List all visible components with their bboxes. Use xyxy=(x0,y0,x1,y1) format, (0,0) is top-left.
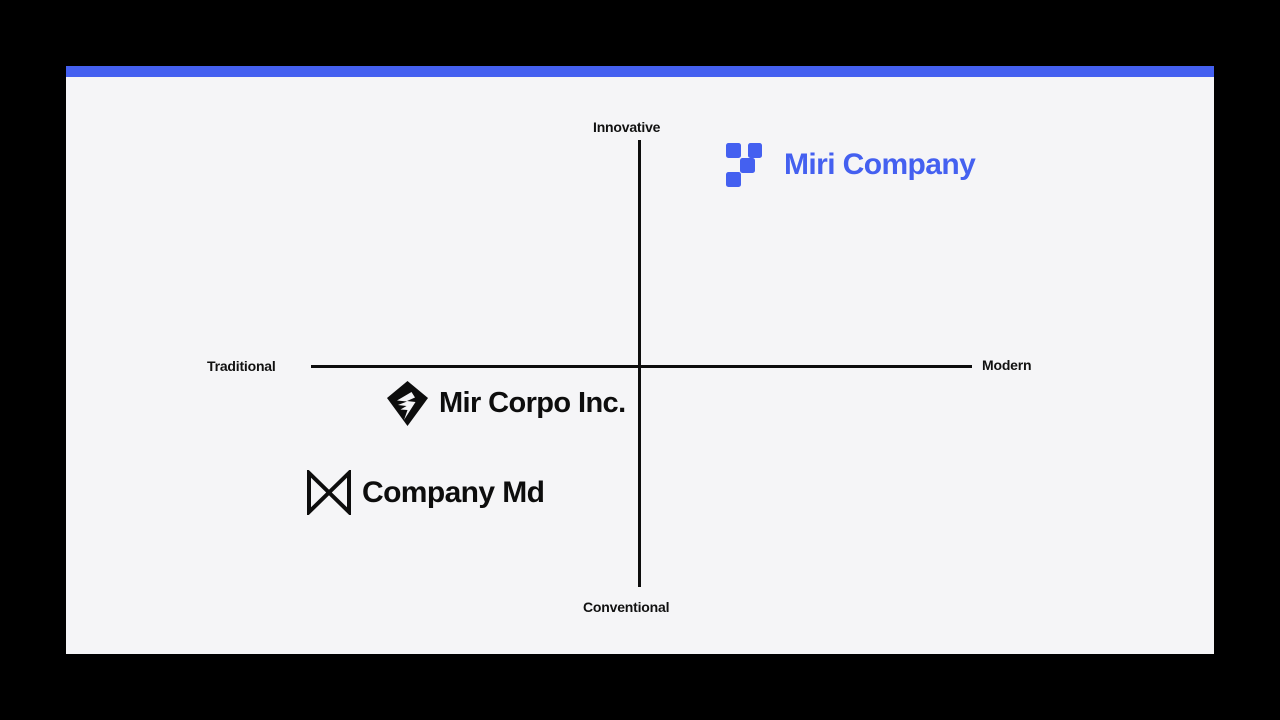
slide-card: Innovative Conventional Traditional Mode… xyxy=(66,66,1214,654)
diamond-bolt-icon xyxy=(385,380,430,427)
blocks-cluster-icon xyxy=(725,142,771,188)
axis-label-left: Traditional xyxy=(207,358,276,374)
brand-name-miri-company: Miri Company xyxy=(784,148,976,181)
brand-entry-mir-corpo[interactable]: Mir Corpo Inc. xyxy=(385,380,626,427)
brand-name-company-md: Company Md xyxy=(362,475,545,509)
brand-entry-company-md[interactable]: Company Md xyxy=(305,468,545,517)
axis-horizontal-line xyxy=(311,365,972,368)
axis-vertical-line xyxy=(638,140,641,587)
axis-label-top: Innovative xyxy=(593,119,661,135)
brand-name-mir-corpo: Mir Corpo Inc. xyxy=(439,387,626,419)
accent-bar xyxy=(66,66,1214,77)
axis-label-bottom: Conventional xyxy=(583,599,670,615)
axis-label-right: Modern xyxy=(982,357,1032,373)
bowtie-m-icon xyxy=(305,468,353,517)
brand-entry-miri-company[interactable]: Miri Company xyxy=(725,142,976,188)
